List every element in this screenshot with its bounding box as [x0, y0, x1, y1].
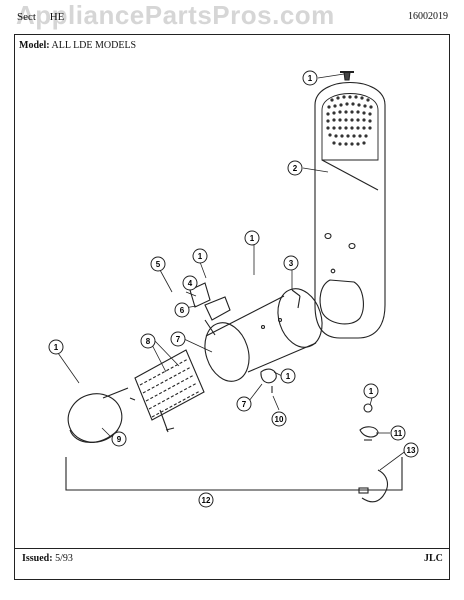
- thermostat-bracket: [189, 282, 231, 336]
- callout-12: 12: [198, 492, 214, 508]
- svg-text:13: 13: [407, 446, 416, 455]
- heating-element: [129, 349, 205, 433]
- duct-grille: [326, 95, 373, 146]
- lower-bracket: [260, 368, 277, 393]
- issued-value: 5/93: [55, 553, 73, 564]
- diagram-frame: [14, 34, 450, 580]
- callout-7: 7: [236, 396, 252, 412]
- svg-text:6: 6: [180, 306, 185, 315]
- svg-text:2: 2: [293, 164, 298, 173]
- callout-13: 13: [403, 442, 419, 458]
- model-value: ALL LDE MODELS: [51, 40, 137, 51]
- callout-8: 8: [140, 333, 156, 349]
- callout-2: 2: [287, 160, 303, 176]
- svg-text:1: 1: [286, 372, 291, 381]
- section-label-text: Sect: [17, 11, 36, 23]
- svg-text:1: 1: [308, 74, 313, 83]
- heater-duct: [314, 81, 386, 339]
- assembly-bracket: [65, 457, 403, 491]
- callout-1: 1: [280, 368, 296, 384]
- footer-divider: [14, 548, 450, 550]
- issued-line: Issued: 5/93: [22, 553, 73, 564]
- callout-4: 4: [182, 275, 198, 291]
- duct-screw: [340, 71, 354, 81]
- high-limit-thermostat: [359, 403, 379, 441]
- callout-1: 1: [48, 339, 64, 355]
- svg-text:12: 12: [202, 496, 211, 505]
- svg-text:1: 1: [54, 343, 59, 352]
- svg-text:7: 7: [176, 335, 181, 344]
- svg-text:1: 1: [369, 387, 374, 396]
- svg-text:10: 10: [275, 415, 284, 424]
- model-line: Model: ALL LDE MODELS: [19, 40, 136, 51]
- callout-5: 5: [150, 256, 166, 272]
- callout-11: 11: [390, 425, 406, 441]
- callout-1: 1: [363, 383, 379, 399]
- svg-text:1: 1: [250, 234, 255, 243]
- callout-1: 1: [192, 248, 208, 264]
- callout-9: 9: [111, 431, 127, 447]
- document-number: 16002019: [408, 11, 448, 22]
- terminal-cover: [67, 387, 129, 443]
- svg-text:1: 1: [198, 252, 203, 261]
- wire-harness: [358, 469, 389, 503]
- footer-code: JLC: [424, 553, 443, 564]
- callout-1: 1: [244, 230, 260, 246]
- callout-10: 10: [271, 411, 287, 427]
- svg-text:9: 9: [117, 435, 122, 444]
- model-label: Model:: [19, 40, 50, 51]
- callout-3: 3: [283, 255, 299, 271]
- svg-text:5: 5: [156, 260, 161, 269]
- section-label: Sect HE: [17, 11, 64, 23]
- callout-1: 1: [302, 70, 318, 86]
- svg-text:7: 7: [242, 400, 247, 409]
- callout-6: 6: [174, 302, 190, 318]
- callouts: 1 2 3 1 1 4 5 6 7 8 1 9 1 7 10 1 11 12 1…: [48, 70, 419, 508]
- section-fragment: HE: [49, 11, 65, 23]
- svg-text:8: 8: [146, 337, 151, 346]
- leader-lines: [57, 73, 408, 471]
- svg-text:3: 3: [289, 259, 294, 268]
- issued-label: Issued:: [22, 553, 53, 564]
- callout-7: 7: [170, 331, 186, 347]
- svg-text:11: 11: [394, 429, 403, 438]
- heater-housing: [204, 288, 323, 382]
- watermark: AppliancePartsPros.com: [16, 0, 335, 30]
- svg-text:4: 4: [188, 279, 193, 288]
